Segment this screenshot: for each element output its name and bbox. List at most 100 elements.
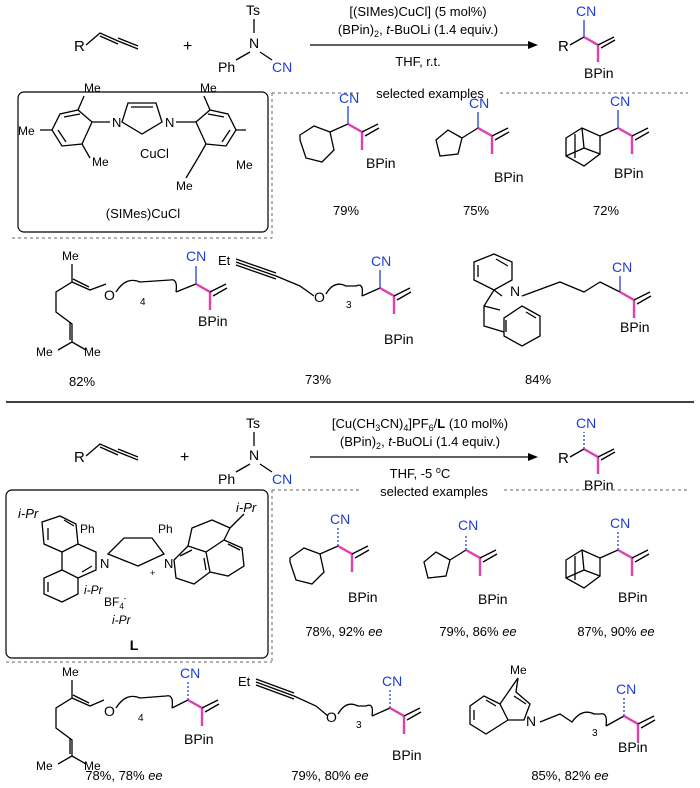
svg-text:BPin: BPin bbox=[198, 313, 228, 329]
ligand-structure: i-Pr Ph Ph N N + BF4- i-Pr i-Pr i-Pr bbox=[18, 500, 257, 627]
product-1a: CN BPin bbox=[299, 90, 396, 171]
svg-text:BPin: BPin bbox=[184, 731, 214, 747]
svg-text:Me: Me bbox=[62, 665, 79, 679]
svg-text:BPin: BPin bbox=[618, 589, 648, 605]
plus-sign: + bbox=[183, 38, 192, 55]
cn-reagent-label: CN bbox=[272, 59, 292, 75]
catalyst-box bbox=[17, 91, 269, 233]
svg-text:CN: CN bbox=[576, 415, 596, 431]
yield-1c: 72% bbox=[593, 203, 619, 218]
svg-text:CN: CN bbox=[382, 673, 402, 689]
svg-text:Ph: Ph bbox=[80, 522, 95, 536]
svg-text:N: N bbox=[112, 115, 121, 130]
svg-text:BF4-: BF4- bbox=[104, 594, 127, 611]
svg-text:CN: CN bbox=[612, 259, 632, 275]
yield-2f: 85%, 82% ee bbox=[531, 768, 608, 783]
product-1e: Et O 3 CN BPin bbox=[218, 253, 414, 347]
yield-1a: 79% bbox=[333, 203, 359, 218]
svg-text:i-Pr: i-Pr bbox=[18, 506, 39, 521]
product-2d: Me Me Me O 4 CN BPin bbox=[36, 665, 220, 773]
svg-text:CN: CN bbox=[616, 681, 636, 697]
yield-2a: 78%, 92% ee bbox=[305, 624, 382, 639]
scheme2-examples-header: selected examples bbox=[380, 484, 488, 499]
yield-1d: 82% bbox=[69, 374, 95, 389]
ligand-label: L bbox=[130, 637, 139, 653]
product-2b: CN BPin bbox=[423, 517, 508, 607]
svg-text:3: 3 bbox=[346, 300, 352, 311]
svg-text:O: O bbox=[326, 709, 337, 725]
svg-text:CN: CN bbox=[339, 90, 359, 106]
scheme2-condition-middle: (BPin)2, t-BuOLi (1.4 equiv.) bbox=[340, 434, 500, 451]
scheme1-condition-top: [(SIMes)CuCl] (5 mol%) bbox=[349, 4, 486, 19]
svg-text:O: O bbox=[104, 703, 115, 719]
svg-text:Et: Et bbox=[238, 674, 251, 689]
svg-text:Me: Me bbox=[84, 759, 101, 773]
svg-text:CN: CN bbox=[180, 665, 200, 681]
yield-1e: 73% bbox=[305, 372, 331, 387]
svg-text:CuCl: CuCl bbox=[140, 146, 169, 161]
svg-text:CN: CN bbox=[610, 93, 630, 109]
svg-text:Me: Me bbox=[236, 158, 253, 172]
svg-text:Me: Me bbox=[510, 663, 527, 677]
svg-text:Me: Me bbox=[200, 81, 217, 95]
n-label: N bbox=[249, 35, 259, 51]
substituent-R: R bbox=[74, 38, 85, 55]
svg-text:R: R bbox=[74, 449, 85, 466]
product-2c: CN BPin bbox=[565, 515, 650, 605]
yield-1b: 75% bbox=[463, 203, 489, 218]
ph-label: Ph bbox=[218, 59, 235, 75]
svg-text:4: 4 bbox=[140, 297, 146, 308]
svg-text:Me: Me bbox=[176, 179, 193, 193]
svg-text:i-Pr: i-Pr bbox=[84, 583, 104, 597]
svg-text:O: O bbox=[314, 289, 325, 305]
svg-text:Ph: Ph bbox=[218, 471, 235, 487]
svg-text:BPin: BPin bbox=[392, 747, 422, 763]
svg-text:Me: Me bbox=[18, 124, 35, 138]
svg-text:Me: Me bbox=[84, 81, 101, 95]
product-2f: Me N 3 CN BPin bbox=[469, 663, 656, 755]
scheme1-condition-bottom: THF, r.t. bbox=[395, 54, 441, 69]
simes-cucl-structure: N N CuCl Me Me Me Me Me Me bbox=[18, 81, 253, 193]
product-R: R bbox=[558, 38, 569, 55]
svg-text:Me: Me bbox=[36, 345, 53, 359]
svg-text:N: N bbox=[526, 713, 536, 729]
product-1d: Me Me Me O 4 CN BPin bbox=[36, 248, 228, 359]
svg-text:Me: Me bbox=[92, 155, 109, 169]
svg-text:i-Pr: i-Pr bbox=[236, 500, 257, 515]
ts-label: Ts bbox=[246, 2, 260, 18]
scheme2-condition-top: [Cu(CH3CN)4]PF6/L (10 mol%) bbox=[332, 416, 508, 433]
product-1f: N CN BPin bbox=[473, 253, 652, 347]
svg-text:N: N bbox=[249, 447, 259, 463]
svg-text:CN: CN bbox=[186, 248, 206, 264]
product-1b: CN BPin bbox=[435, 95, 524, 185]
product-1c: CN BPin bbox=[565, 93, 650, 181]
svg-text:CN: CN bbox=[610, 515, 630, 531]
yield-2b: 79%, 86% ee bbox=[439, 624, 516, 639]
scheme1-equation: R + Ts N Ph CN [(SIMes)CuCl] (5 mol%) (B… bbox=[74, 2, 616, 81]
svg-text:N: N bbox=[165, 115, 174, 130]
svg-text:3: 3 bbox=[592, 728, 598, 739]
svg-text:BPin: BPin bbox=[620, 319, 650, 335]
svg-text:Me: Me bbox=[84, 345, 101, 359]
svg-text:BPin: BPin bbox=[584, 477, 614, 493]
svg-text:R: R bbox=[558, 450, 569, 467]
svg-text:+: + bbox=[150, 568, 155, 578]
scheme1-examples-header: selected examples bbox=[376, 86, 484, 101]
svg-text:Ph: Ph bbox=[158, 522, 173, 536]
svg-text:i-Pr: i-Pr bbox=[112, 613, 132, 627]
svg-text:Me: Me bbox=[62, 249, 79, 263]
svg-text:CN: CN bbox=[371, 253, 391, 269]
yield-2e: 79%, 80% ee bbox=[291, 768, 368, 783]
svg-text:BPin: BPin bbox=[366, 155, 396, 171]
svg-text:N: N bbox=[510, 283, 520, 299]
svg-text:BPin: BPin bbox=[494, 169, 524, 185]
svg-text:Et: Et bbox=[218, 253, 231, 268]
ligand-box bbox=[5, 489, 269, 659]
svg-text:BPin: BPin bbox=[614, 165, 644, 181]
svg-text:Ts: Ts bbox=[246, 415, 260, 431]
svg-text:BPin: BPin bbox=[478, 591, 508, 607]
svg-text:CN: CN bbox=[330, 511, 350, 527]
yield-1f: 84% bbox=[525, 372, 551, 387]
scheme1-condition-middle: (BPin)2, t-BuOLi (1.4 equiv.) bbox=[338, 22, 498, 39]
